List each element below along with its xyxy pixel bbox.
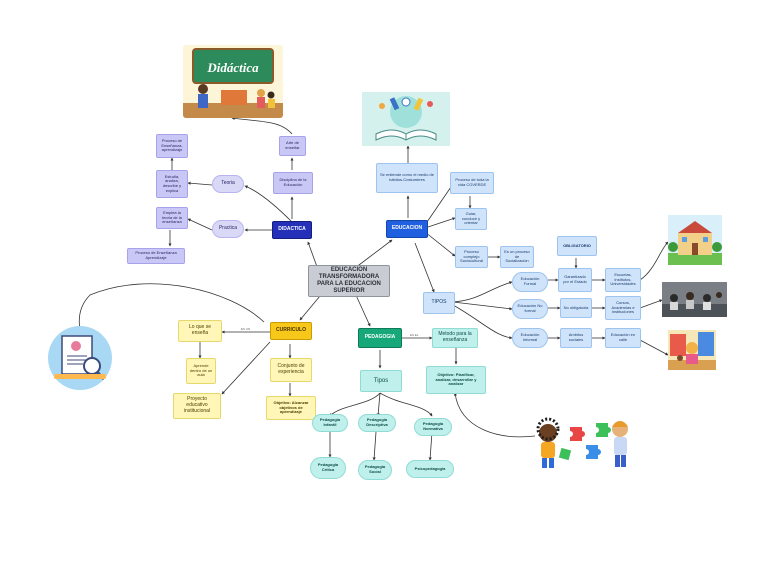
classroom-photo-image [662,282,727,317]
obligatorio-node[interactable]: OBLIGATORIO [557,236,597,256]
lo-que-se-ensena-node[interactable]: Lo que se enseña [178,320,222,342]
curriculo-node[interactable]: CURRICULO [270,322,312,340]
psicopedagogia-node[interactable]: Psicopedagogia [406,460,454,478]
proceso-ensenanza-aprendizaje-2-node[interactable]: Proceso de Enseñanza Aprendizaje [127,248,185,264]
didactica-banner-image: Didáctica [183,45,283,118]
pedagogia-descriptiva-node[interactable]: Pedagogia Descriptiva [358,414,396,432]
proceso-toda-vida-node[interactable]: Proceso de toda la vida COVERDE [450,172,494,194]
emplea-teoria-node[interactable]: Emplea la teoria de la enseñanza [156,207,188,229]
open-book-image [362,92,450,146]
se-entiende-node[interactable]: Se entiende como el medio de hábitos-Cos… [376,163,438,193]
tipos-educacion-node[interactable]: TIPOS [423,292,455,314]
disciplina-educacion-node[interactable]: Disciplina de la Educación [273,172,313,194]
pedagogia-infantil-node[interactable]: Pedagogia Infantil [312,414,348,432]
proyecto-educativo-node[interactable]: Proyecto educativo institucional [173,393,221,419]
no-obligatoria-node[interactable]: No obligatoria [560,298,592,318]
educacion-node[interactable]: EDUCACION [386,220,428,238]
ambitos-sociales-node[interactable]: Ambitos sociales [560,328,592,348]
pedagogia-node[interactable]: PEDAGOGIA [358,328,402,348]
didactica-banner-text: Didáctica [206,60,259,75]
connector-lines [77,116,669,461]
practica-node[interactable]: Practica [212,220,244,238]
proceso-complejo-node[interactable]: Proceso complejo Sociocultural [455,246,488,268]
street-education-image [668,330,716,370]
didactica-node[interactable]: DIDACTICA [272,221,312,239]
edge-label-es-el: ES EL [410,333,419,337]
teoria-node[interactable]: Teoria [212,175,244,193]
educacion-no-formal-node[interactable]: Educación No formal [512,299,548,319]
aprende-aula-node[interactable]: Aprende dentro de un aula [186,358,216,384]
edge-label-es-un: ES UN [241,327,250,331]
es-un-proceso-node[interactable]: Es un proceso de Socialización [500,246,534,268]
educacion-formal-node[interactable]: Educación Formal [512,272,548,292]
objetivo-planificar-node[interactable]: Objetivo: Planificar, analizar, desarrol… [426,366,486,394]
educacion-informal-node[interactable]: Educación Informal [512,328,548,348]
pedagogia-tipos-node[interactable]: Tipos [360,370,402,392]
edge-labels: ES UN ES EL [241,327,419,337]
kids-puzzle-image [530,415,635,470]
pedagogia-normativa-node[interactable]: Pedagogia Normativa [414,418,452,436]
metodo-ensenanza-node[interactable]: Metodo para la enseñanza [432,328,478,348]
cursos-academias-node[interactable]: Cursos, Academias e instituciones [605,296,641,320]
estudia-analiza-node[interactable]: Estudia, analiza, describe y explica [156,170,188,198]
pedagogia-social-node[interactable]: Pedagogia Social [358,460,392,480]
school-building-image [668,215,722,265]
conjunto-experiencia-node[interactable]: Conjunto de experiencia [270,358,312,382]
arte-de-ensenar-node[interactable]: Arte de enseñar [279,136,306,156]
educacion-calle-node[interactable]: Educación en calle [605,328,641,348]
objetivo-aprendizaje-node[interactable]: Objetivo: Alcanzar objetivos de aprendiz… [266,396,316,420]
guiar-conducir-node[interactable]: Guiar, conducir y orientar [455,208,487,230]
escuelas-institutos-node[interactable]: Escuelas, institutos, Universidades [605,268,641,292]
proceso-ensenanza-aprendizaje-node[interactable]: Proceso de Enseñanza-aprendizaje [156,134,188,158]
central-topic-node[interactable]: EDUCACION TRANSFORMADORA PARA LA EDUCACI… [308,265,390,297]
garantizado-estado-node[interactable]: Garantizado por el Estado [558,268,592,292]
document-search-icon-image [40,322,120,392]
pedagogia-critica-node[interactable]: Pedagogia Critica [310,457,346,479]
